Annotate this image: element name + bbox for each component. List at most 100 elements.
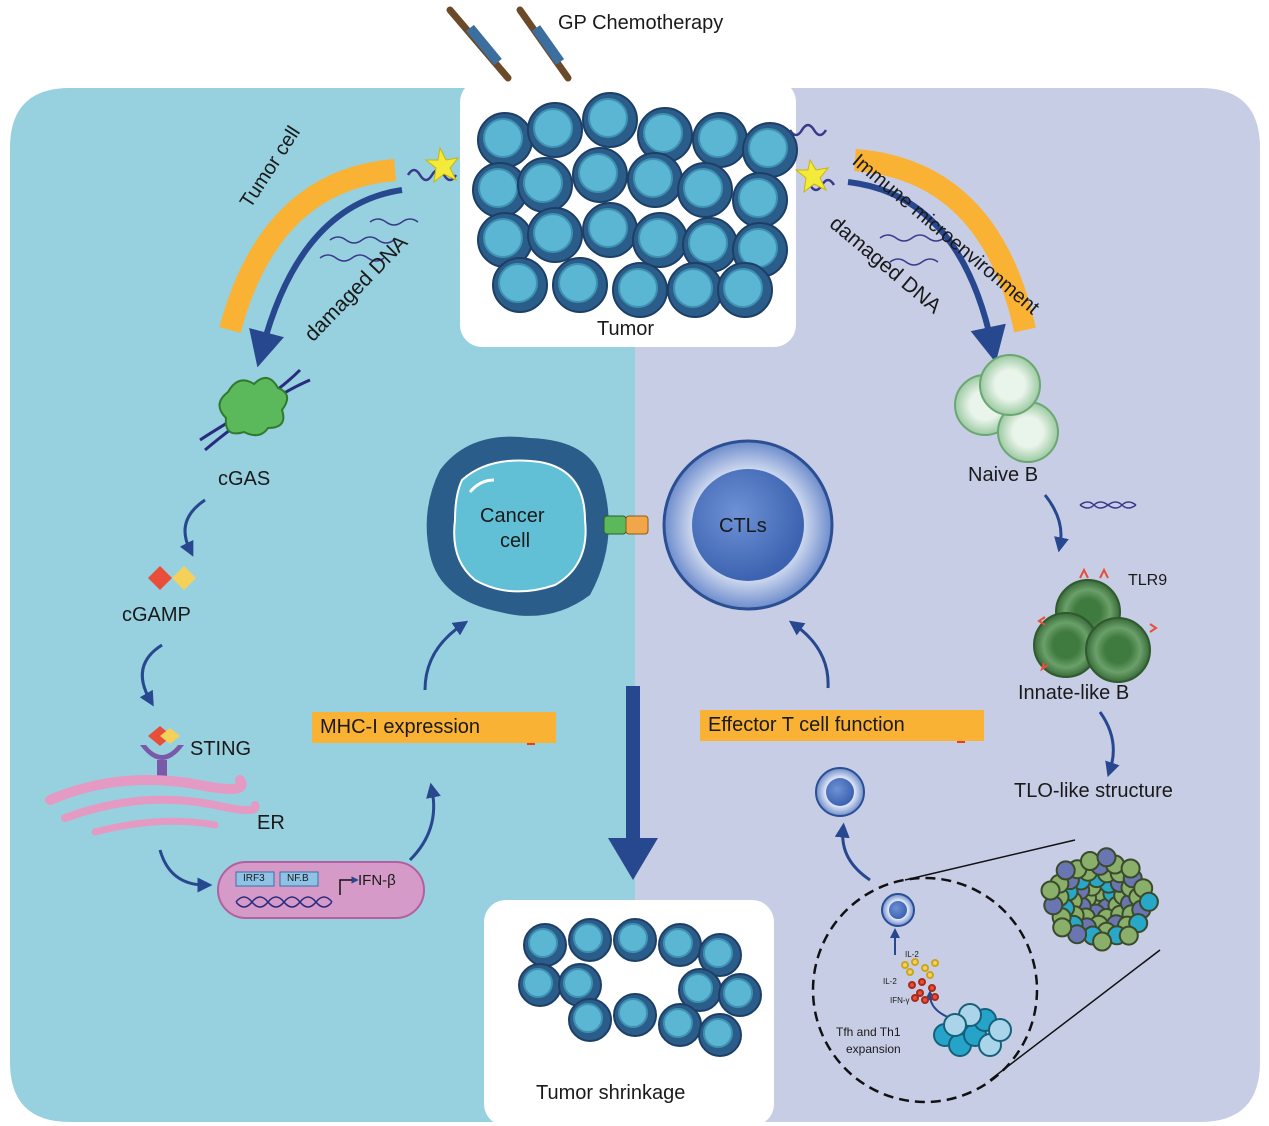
- ifnb-label: IFN-β: [358, 872, 396, 889]
- damaged-dna-left-icon: [319, 168, 458, 262]
- tumor-cell-nucleus: [483, 118, 523, 158]
- ctls-label: CTLs: [719, 515, 767, 537]
- tfh-th1-cells-icon: [933, 1003, 1012, 1057]
- tumor-cell-nucleus: [618, 923, 648, 953]
- zoom-line-top: [904, 839, 1076, 881]
- dna-helix-icon: [235, 896, 333, 908]
- tlo-cell: [1118, 925, 1139, 946]
- sting-icon: [140, 726, 184, 782]
- cgamp-label: cGAMP: [122, 604, 191, 626]
- tfh-th1-label-line2: expansion: [846, 1042, 901, 1056]
- tlo-label: TLO-like structure: [1014, 780, 1173, 802]
- il2-label-b: IL-2: [883, 977, 897, 986]
- il2-dot: [921, 964, 929, 972]
- cgas-icon: [199, 368, 311, 452]
- tumor-cell-arc-band: [219, 159, 397, 333]
- ifng-dot: [921, 996, 929, 1004]
- il2-dot: [931, 959, 939, 967]
- tlo-cell: [1040, 880, 1061, 901]
- tlo-cell: [1092, 931, 1113, 952]
- tlo-cell: [1055, 860, 1076, 881]
- innate-b-cell-icon: [1033, 579, 1151, 683]
- zoom-line-bottom: [989, 949, 1161, 1081]
- arrow-er-nucleus: [158, 849, 213, 893]
- il2-dot: [911, 958, 919, 966]
- tumor-cell-nucleus: [523, 163, 563, 203]
- tumor-cell-nucleus: [683, 973, 713, 1003]
- tumor-cell-nucleus: [723, 268, 763, 308]
- tumor-cell-nucleus: [618, 268, 658, 308]
- naive-b-label: Naive B: [968, 464, 1039, 486]
- tumor-cell-nucleus: [633, 158, 673, 198]
- tumor-cell-nucleus: [688, 223, 728, 263]
- cpg-dna-icon: [1079, 501, 1137, 509]
- shrinking-tumor-icon: [518, 918, 762, 1057]
- right-main-arrow: [847, 179, 1006, 363]
- il2-label-a: IL-2: [905, 950, 919, 959]
- tumor-cell-nucleus: [663, 928, 693, 958]
- tumor-shrinkage-label: Tumor shrinkage: [536, 1082, 686, 1104]
- ifng-dot: [916, 989, 924, 997]
- effector-function-label: Effector T cell function: [708, 714, 905, 736]
- nfb-label: NF.B: [287, 873, 309, 884]
- naive-b-cell-icon: [954, 354, 1059, 463]
- nucleus-pill: [217, 861, 425, 919]
- innate-b-label: Innate-like B: [1018, 682, 1130, 704]
- tumor-cell-nucleus: [738, 228, 778, 268]
- tfh-th1-label-line1: Tfh and Th1: [836, 1025, 901, 1039]
- tumor-cell-nucleus: [748, 128, 788, 168]
- tumor-cell-nucleus: [533, 213, 573, 253]
- tumor-cell-nucleus: [523, 968, 553, 998]
- tumor-cell-nucleus: [588, 98, 628, 138]
- ifng-dot: [911, 994, 919, 1002]
- cytokine-dots: [901, 958, 939, 1004]
- tumor-cell-nucleus: [738, 178, 778, 218]
- ifng-dot: [918, 978, 926, 986]
- cancer-cell-label-line2: cell: [500, 530, 531, 552]
- tumor-cell-nucleus: [638, 218, 678, 258]
- tumor-cell-nucleus: [588, 208, 628, 248]
- arrow-cgamp-sting: [139, 643, 163, 707]
- tumor-cell-nucleus: [498, 263, 538, 303]
- tumor-cell-nucleus: [558, 263, 598, 303]
- arrow-innateb-tlo: [1098, 711, 1120, 778]
- il2-dot: [926, 971, 934, 979]
- th-cell: [988, 1018, 1012, 1042]
- nfb-box: [279, 871, 319, 887]
- tlr9-receptor-icon: [1037, 567, 1158, 672]
- cancer-cell-icon: [426, 436, 609, 616]
- cancer-cell-label-line1: Cancer: [480, 505, 545, 527]
- tumor-cell-nucleus: [643, 113, 683, 153]
- center-down-arrow: [608, 686, 658, 880]
- arrow-naiveb-innateb: [1043, 494, 1069, 553]
- ifng-dot: [908, 981, 916, 989]
- syringe-icon: [446, 6, 572, 82]
- tumor-cell-nucleus: [533, 108, 573, 148]
- chemotherapy-label: GP Chemotherapy: [558, 12, 724, 34]
- t-cell-small-icon: [815, 767, 865, 817]
- mhc-expression-badge: MHC-I expression: [312, 712, 556, 743]
- tumor-cell-nucleus: [478, 168, 518, 208]
- tlo-cell: [1080, 851, 1100, 871]
- tumor-cluster: [472, 92, 798, 318]
- tumor-label: Tumor: [597, 318, 655, 340]
- tlr9-label: TLR9: [1128, 572, 1168, 589]
- sting-label: STING: [190, 738, 252, 760]
- irf3-label: IRF3: [243, 873, 265, 884]
- tumor-cell-nucleus: [703, 938, 733, 968]
- il2-dot: [906, 968, 914, 976]
- tumor-cell-nucleus: [673, 268, 713, 308]
- transcription-arrow-icon: [339, 876, 359, 895]
- arrow-cgas-cgamp: [179, 498, 206, 557]
- effector-function-badge: Effector T cell function: [700, 710, 984, 741]
- immune-arc-band: [854, 149, 1036, 333]
- tumor-cell-nucleus: [698, 118, 738, 158]
- tlo-structure-icon: [1040, 847, 1159, 952]
- cgas-label: cGAS: [218, 468, 271, 490]
- cgamp-icon: [148, 566, 196, 590]
- tumor-cell-nucleus: [483, 218, 523, 258]
- tumor-cell-nucleus: [563, 968, 593, 998]
- tlo-cell: [1138, 891, 1159, 912]
- tumor-cell-nucleus: [703, 1018, 733, 1048]
